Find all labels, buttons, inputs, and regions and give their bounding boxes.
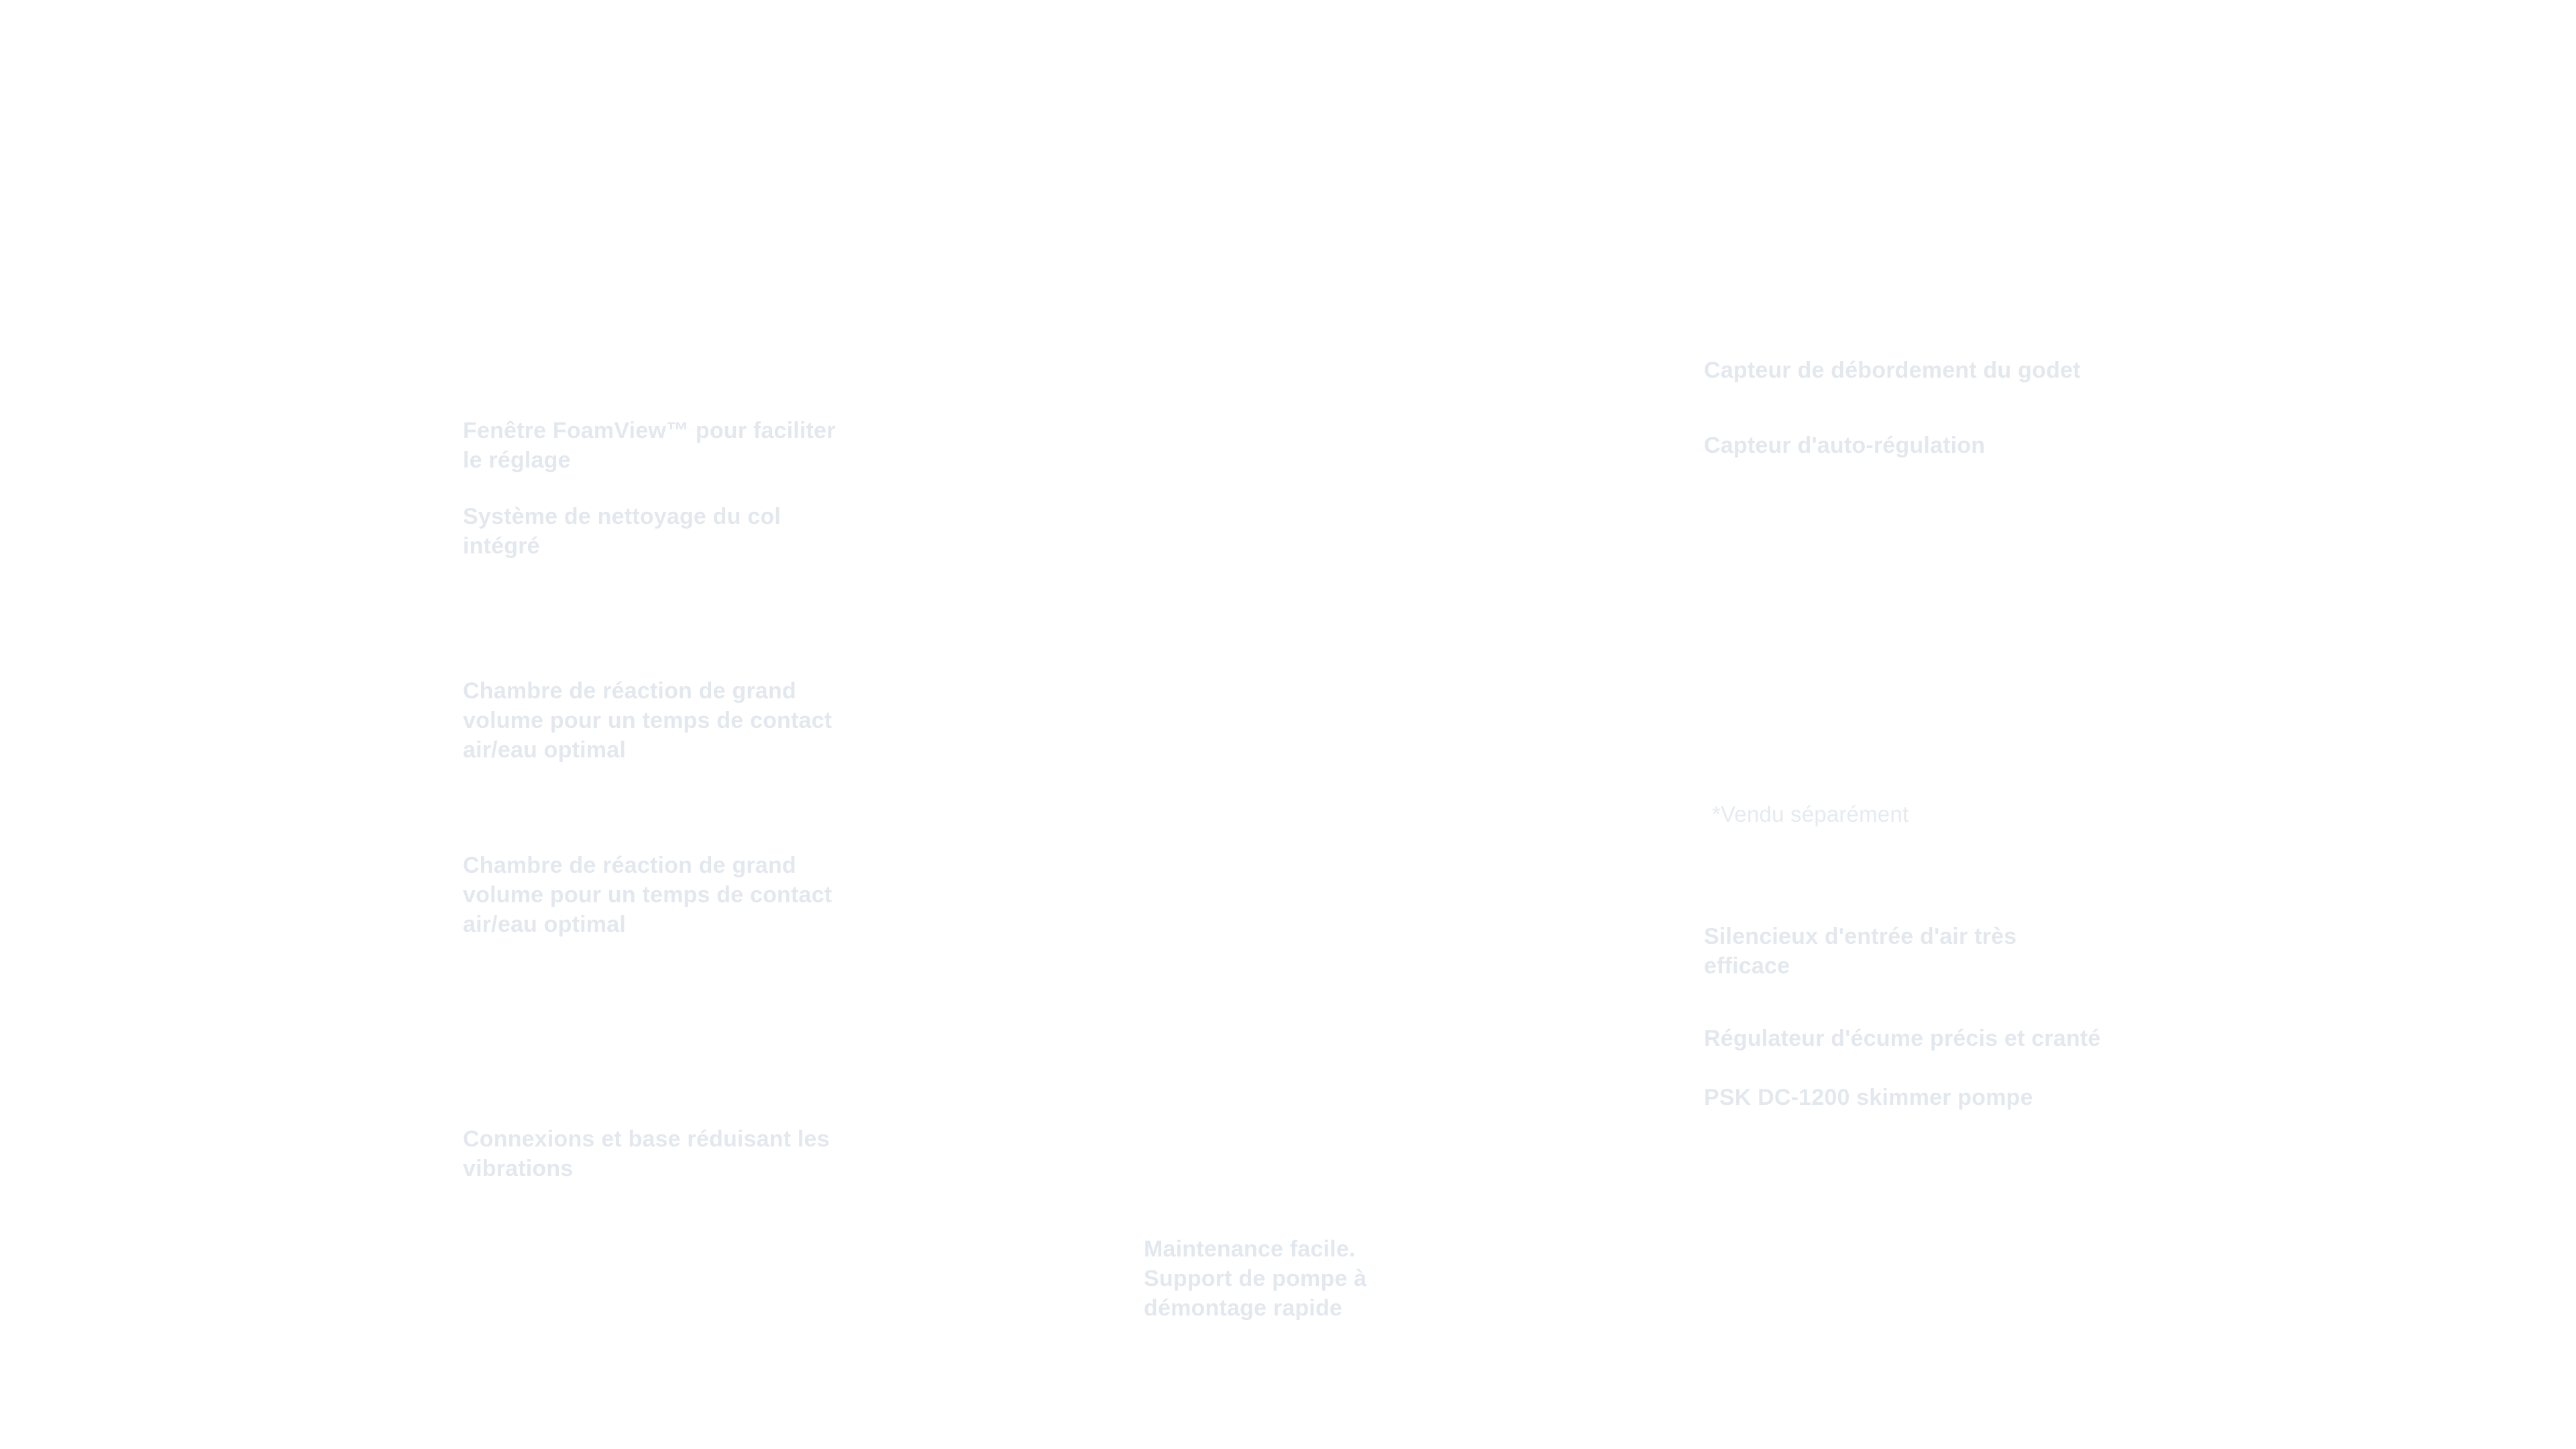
feature-label-reaction-chamber-2: Chambre de réaction de grand volume pour… [463,853,833,937]
feature-label-neck-cleaning-system: Système de nettoyage du col intégré [463,504,781,559]
feature-label-foamview-window: Fenêtre FoamView™ pour faciliter le régl… [463,418,836,473]
feature-label-easy-maintenance: Maintenance facile. Support de pompe à d… [1144,1236,1367,1321]
feature-label-self-regulation-sensor: Capteur d'auto-régulation [1704,433,1986,458]
feature-label-cup-overflow-sensor: Capteur de débordement du godet [1704,358,2081,383]
feature-label-air-intake-silencer: Silencieux d'entrée d'air très efficace [1704,924,2017,979]
feature-label-vibration-reduction: Connexions et base réduisant les vibrati… [463,1126,830,1181]
feature-label-reaction-chamber-1: Chambre de réaction de grand volume pour… [463,678,833,763]
feature-label-pump: PSK DC-1200 skimmer pompe [1704,1085,2033,1110]
feature-label-foam-regulator: Régulateur d'écume précis et cranté [1704,1026,2101,1051]
footnote-sold-separately: *Vendu séparément [1712,802,1909,826]
